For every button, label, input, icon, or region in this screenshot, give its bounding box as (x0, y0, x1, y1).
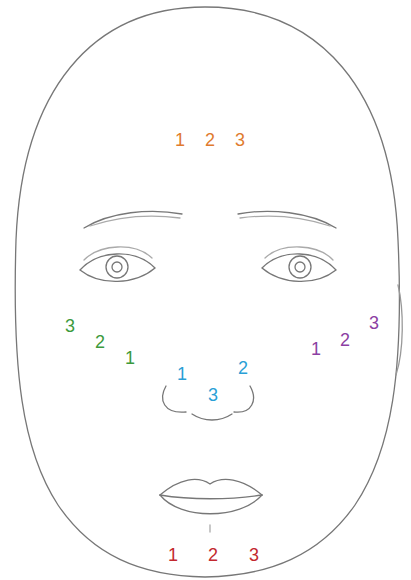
callout-number: 2 (205, 130, 215, 150)
callout-number: 1 (168, 545, 178, 565)
nose-bottom (192, 414, 232, 420)
callout-number: 1 (175, 130, 185, 150)
callout-number: 2 (95, 332, 105, 352)
upper-lip (160, 479, 262, 495)
right-eyelid (265, 247, 333, 260)
right-pupil (295, 262, 305, 272)
left-eyelid (84, 247, 152, 260)
left-iris (106, 256, 128, 278)
nose-left (163, 386, 186, 412)
callout-number: 1 (177, 364, 187, 384)
right-eyebrow (240, 216, 330, 226)
callout-number: 3 (369, 313, 379, 333)
callout-number: 1 (311, 339, 321, 359)
callout-number: 3 (65, 316, 75, 336)
right-eye (262, 254, 336, 281)
left-eye (80, 254, 155, 281)
ear-line (396, 285, 402, 375)
face-outline (15, 7, 399, 577)
chin-mark (209, 525, 210, 532)
nose-right (234, 386, 253, 412)
callout-number: 2 (208, 545, 218, 565)
left-pupil (112, 262, 122, 272)
callout-number: 3 (235, 130, 245, 150)
left-eyebrow (90, 216, 180, 226)
lower-lip (160, 495, 262, 514)
callout-number: 2 (238, 358, 248, 378)
right-eyebrow (238, 211, 336, 228)
face-lines (15, 7, 402, 577)
callout-number: 1 (125, 348, 135, 368)
right-iris (289, 256, 311, 278)
callout-number: 3 (208, 385, 218, 405)
callout-number: 3 (249, 545, 259, 565)
callout-number: 2 (340, 330, 350, 350)
left-eyebrow (84, 211, 182, 228)
lip-line (160, 495, 262, 499)
